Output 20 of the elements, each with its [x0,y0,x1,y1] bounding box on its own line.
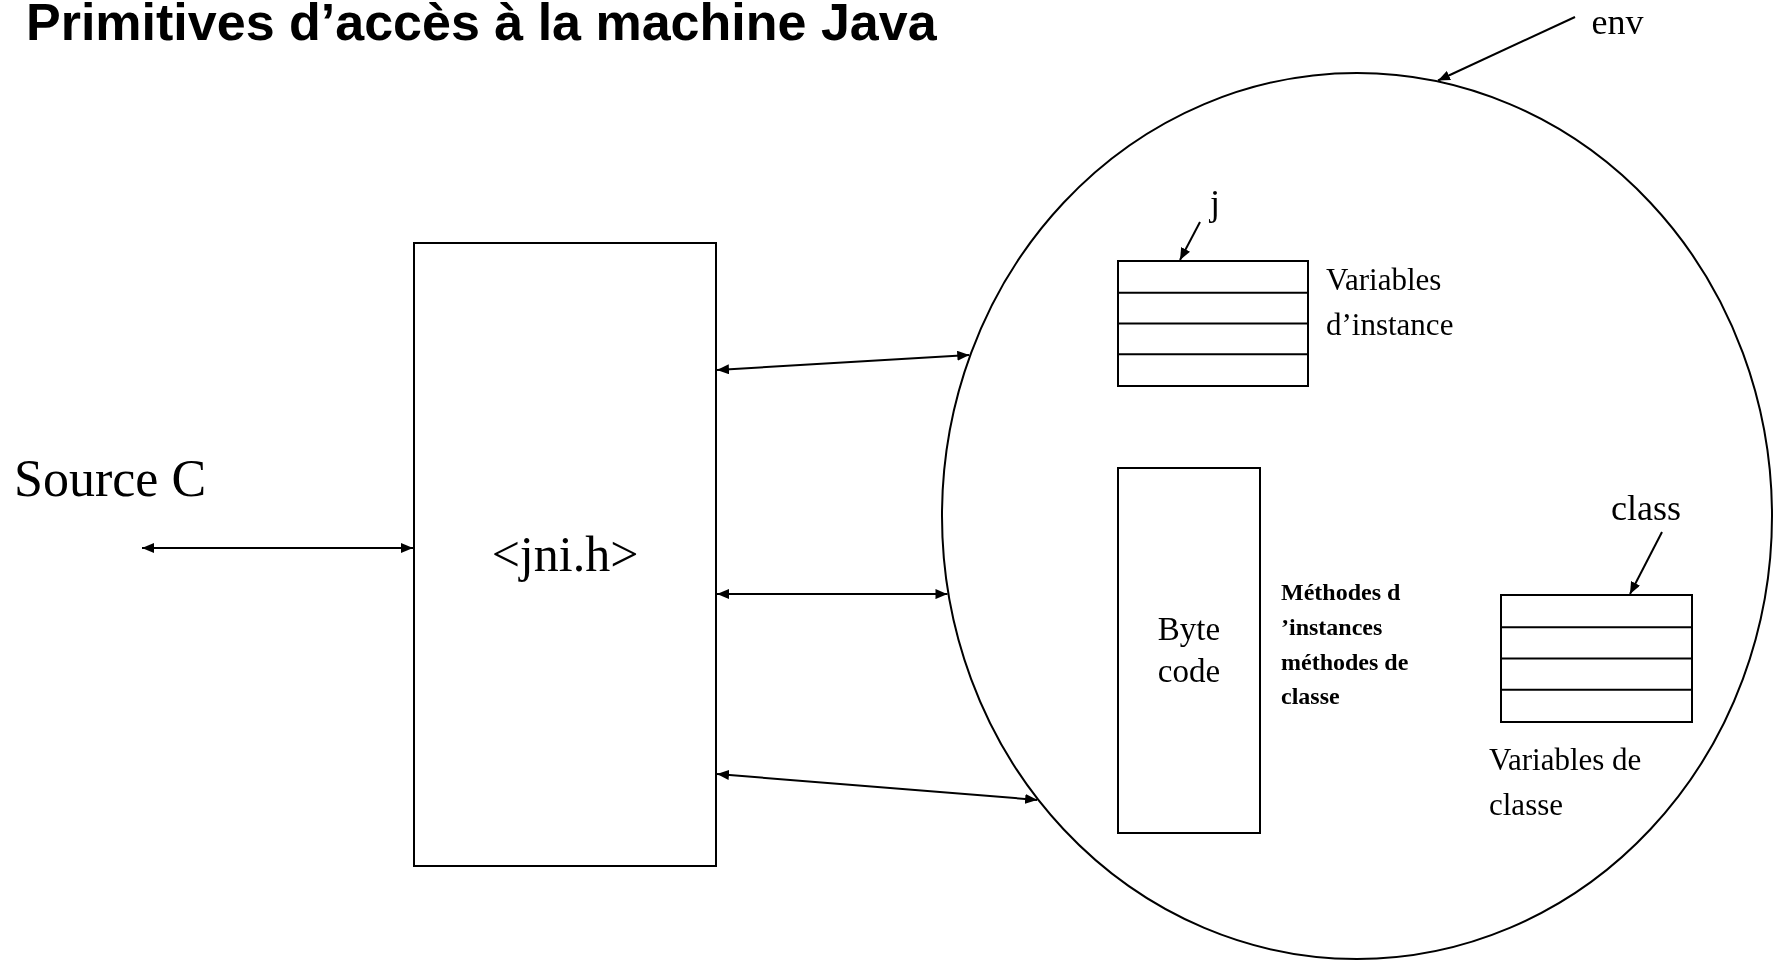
arrow [1629,531,1663,595]
bytecode-text: Byte code [1156,610,1222,691]
arrow [716,589,949,600]
table-caption: Variables de classe [1489,741,1643,824]
arrow [1437,16,1576,82]
source-label: Source C [14,449,207,509]
title: Primitives d’accès à la machine Java [26,0,937,48]
variable-table [1117,260,1309,387]
method-caption: Méthodes d ’instances méthodes de classe [1281,578,1410,712]
arrow [716,770,1039,804]
arrow [141,543,414,553]
arrow [1179,221,1201,261]
pointer-label: j [1210,181,1220,225]
arrow [716,350,971,375]
variable-table [1500,594,1693,723]
class-label: class [1611,486,1681,530]
env-label: env [1591,0,1644,44]
table-caption: Variables d’instance [1326,261,1455,344]
header-text: <jni.h> [491,525,639,585]
circle-outline [941,72,1773,960]
